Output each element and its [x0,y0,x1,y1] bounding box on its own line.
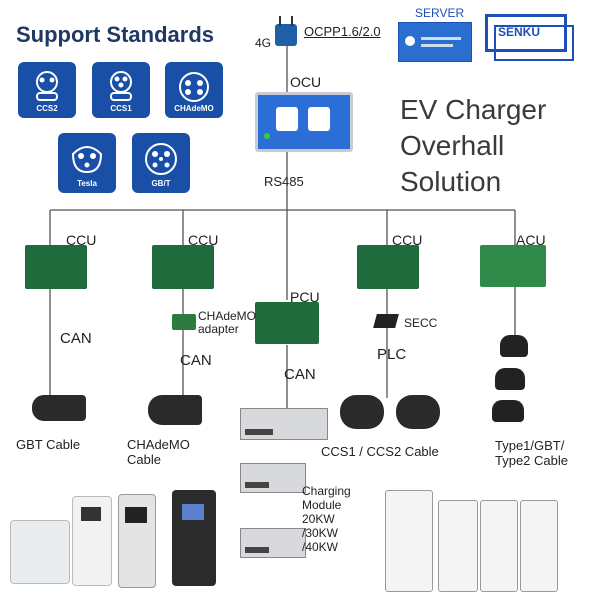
can-label-2: CAN [180,352,212,369]
charging-module-unit [240,408,328,440]
acu-board [480,245,546,287]
chademo-adapter-board [172,314,196,330]
dc-charger-station-image [118,494,156,588]
headline-title: EV Charger Overhall Solution [400,94,547,197]
standard-label: CCS1 [110,104,132,113]
ccu-label-2: CCU [188,232,219,248]
tesla-connector-icon [71,146,103,174]
ccs1-connector-icon [110,71,132,101]
chademo-connector-icon [179,72,209,102]
secc-label: SECC [404,316,438,330]
charging-module-label: Charging Module 20KW /30KW /40KW [302,484,351,554]
secc-module-icon [373,314,399,328]
can-label-1: CAN [60,330,92,347]
portable-charger-image [10,520,70,584]
network-label: 4G [255,36,272,50]
pcu-label: PCU [290,289,320,305]
chademo-adapter-label: CHAdeMO adapter [198,309,257,336]
acu-label: ACU [516,232,546,248]
ac-cable-label: Type1/GBT/ Type2 Cable [495,438,568,468]
standard-tesla: Tesla [58,133,116,193]
ccs-cable-label: CCS1 / CCS2 Cable [321,444,439,459]
brand-text: SENKU [498,25,541,39]
standard-label: CCS2 [36,104,58,113]
ccu-board-2 [152,245,214,289]
ac-charger-station-image [480,500,518,592]
gbt-cable-connector-icon [32,395,86,421]
ccs2-cable-connector-icon [396,395,440,429]
gbt-cable-label: GBT Cable [16,437,81,452]
ac-connector-icon [500,335,528,357]
ocu-label: OCU [290,74,322,90]
ac-connector-icon [492,400,524,422]
standard-chademo: CHAdeMO [165,62,223,118]
ac-connector-icon [495,368,525,390]
support-standards-title: Support Standards [16,22,215,47]
dc-charger-station-image [172,490,216,586]
router-4g-icon [275,16,297,46]
rs485-label: RS485 [264,174,304,189]
ccs1-cable-connector-icon [340,395,384,429]
ccu-label-1: CCU [66,232,97,248]
standard-label: GB/T [151,179,171,188]
charging-module-unit [240,463,306,493]
pcu-board [255,302,319,344]
brand-logo: SENKU [485,14,574,61]
standard-label: Tesla [77,179,97,188]
ccu-board-3 [357,245,419,289]
chademo-cable-connector-icon [148,395,202,425]
standard-ccs2: CCS2 [18,62,76,118]
ccu-board-1 [25,245,87,289]
standard-gbt: GB/T [132,133,190,193]
ac-charger-station-image [520,500,558,592]
standard-label: CHAdeMO [174,104,214,113]
dc-charger-station-image [72,496,112,586]
server-screen-icon [398,22,472,62]
charging-module-unit [240,528,306,558]
ocpp-label: OCPP1.6/2.0 [304,24,381,39]
server-label: SERVER [415,6,465,20]
can-label-3: CAN [284,366,316,383]
ocu-screen [255,92,353,152]
ac-charger-station-image [438,500,478,592]
ac-charger-station-image [385,490,433,592]
chademo-cable-label: CHAdeMO Cable [127,437,190,467]
standard-ccs1: CCS1 [92,62,150,118]
ccu-label-3: CCU [392,232,423,248]
plc-label: PLC [377,346,407,363]
gbt-connector-icon [145,143,177,175]
ccs2-connector-icon [36,71,58,101]
